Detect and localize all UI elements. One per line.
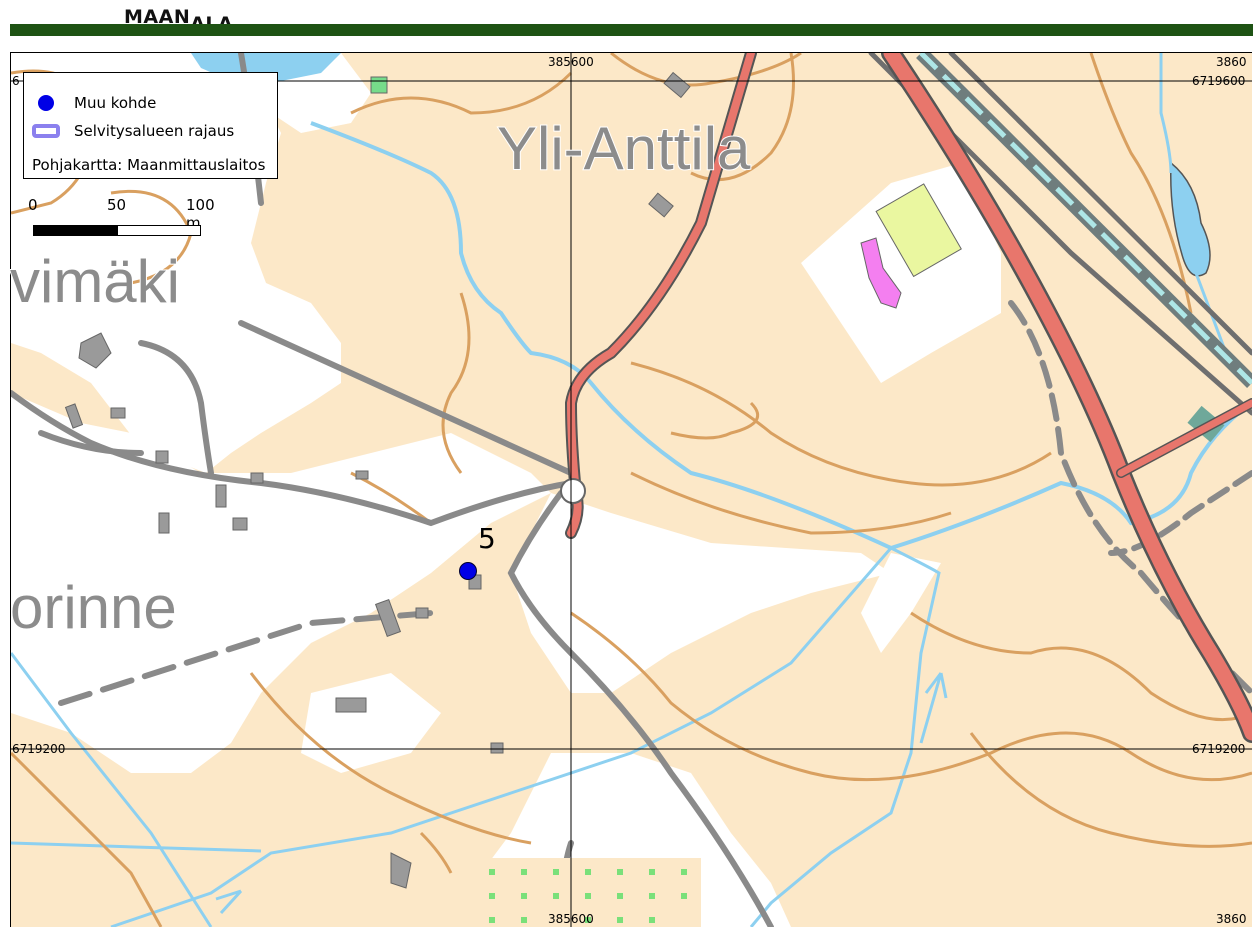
scale-segment-white	[117, 225, 201, 236]
logo-main: MAAN	[124, 6, 191, 28]
point-marker-label: 5	[478, 522, 496, 555]
map-canvas[interactable]	[10, 52, 1252, 927]
map-legend: Muu kohde Selvitysalueen rajaus Pohjakar…	[23, 72, 278, 179]
header-bar	[10, 24, 1253, 36]
basemap	[11, 53, 1252, 927]
scale-label-50: 50	[107, 196, 127, 214]
grid-label-bottom-x: 385600	[548, 912, 594, 926]
legend-point-symbol	[38, 95, 54, 111]
field-dots	[489, 869, 687, 923]
scale-bar: 0 50 100 m	[25, 196, 225, 246]
road-junction	[560, 478, 586, 504]
grid-label-y-lower-right: 6719200	[1192, 742, 1246, 756]
water-features	[11, 53, 1252, 927]
place-label-yli-anttila: Yli-Anttila	[496, 115, 751, 182]
grid-label-top-right-x: 3860	[1216, 55, 1247, 69]
place-label-vimaki: vimäki	[9, 248, 181, 315]
buildings	[64, 71, 962, 889]
legend-basemap-credit: Pohjakartta: Maanmittauslaitos	[32, 156, 266, 174]
place-label-orinne: orinne	[9, 574, 178, 641]
legend-area-symbol	[32, 124, 60, 138]
scale-segment-black	[33, 225, 117, 236]
grid-label-top-x: 385600	[548, 55, 594, 69]
legend-point-label: Muu kohde	[74, 94, 157, 112]
grid-label-y-lower-left: 6719200	[12, 742, 66, 756]
legend-area-label: Selvitysalueen rajaus	[74, 122, 235, 140]
grid-label-y-upper-right: 6719600	[1192, 74, 1246, 88]
point-marker-5[interactable]	[459, 562, 477, 580]
scale-label-0: 0	[28, 196, 38, 214]
grid-label-y-upper-left: 6	[12, 74, 20, 88]
grid-label-bottom-right-x: 3860	[1216, 912, 1247, 926]
